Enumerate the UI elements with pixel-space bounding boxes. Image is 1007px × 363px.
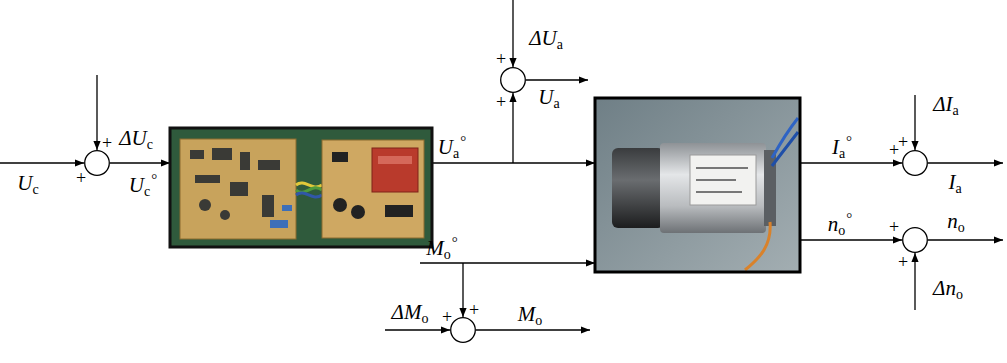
sign-label: + [898, 133, 908, 151]
signal-name: ΔUc [119, 126, 153, 154]
summing-junction: ++ [84, 150, 110, 176]
wire [0, 162, 84, 163]
sign-label: + [496, 93, 506, 111]
wire [928, 162, 1003, 163]
junction-circle [903, 228, 928, 253]
capacitors [332, 152, 413, 219]
junction-circle [84, 150, 110, 176]
signal-name: Uc° [129, 170, 157, 201]
summing-junction: ++ [450, 317, 476, 343]
components [190, 148, 280, 220]
signal-name: ΔIa [933, 92, 959, 120]
photo-ground [595, 98, 800, 272]
transformer-shine [378, 156, 412, 164]
gearbox [612, 148, 664, 228]
wire [420, 262, 595, 263]
circuit-board [322, 140, 424, 238]
signal-name: Ia [948, 170, 961, 198]
photo-frame [170, 128, 432, 247]
wire [914, 253, 915, 310]
sign-label: + [469, 301, 479, 319]
motor-leads [745, 118, 798, 270]
signal-name: Ua [538, 85, 559, 113]
wire [512, 0, 513, 67]
wire [476, 329, 590, 330]
signal-name: ΔMo [392, 300, 429, 328]
wire [96, 75, 97, 150]
motor-body [660, 143, 766, 233]
junction-circle [500, 67, 526, 93]
signal-name: no° [828, 209, 853, 240]
wire [800, 162, 902, 163]
photo-frame [595, 98, 800, 272]
signal-name: ΔUa [529, 26, 563, 54]
junction-circle [902, 150, 928, 176]
junction-circle [450, 317, 476, 343]
junction-circle [85, 151, 110, 176]
signal-name: Δno [933, 276, 963, 304]
summing-junction: ++ [500, 67, 526, 93]
label-marks [696, 168, 748, 192]
signal-name: Mo [518, 302, 543, 330]
sign-label: + [442, 308, 452, 326]
wire [800, 239, 902, 240]
wire [512, 93, 513, 163]
motor-label [690, 155, 756, 205]
signal-name: Ua° [438, 132, 466, 163]
signal-wires [0, 0, 1003, 330]
transformer [372, 148, 418, 192]
sign-label: + [898, 253, 908, 271]
circuit-board [180, 139, 296, 239]
wire [385, 329, 450, 330]
sign-label: + [496, 50, 506, 68]
wire [914, 95, 915, 150]
capacitor [270, 220, 288, 228]
wire [526, 79, 588, 80]
sign-label: + [889, 218, 899, 236]
wire [110, 162, 170, 163]
summing-junction: ++ [902, 227, 928, 253]
capacitor [282, 205, 292, 211]
summing-junction: ++ [902, 150, 928, 176]
junction-circle [903, 151, 928, 176]
wire [928, 239, 1003, 240]
wire [462, 263, 463, 317]
motor-photo [595, 98, 800, 272]
junction-circle [902, 227, 928, 253]
photo-ground [170, 128, 432, 247]
signal-name: no [947, 209, 965, 237]
junction-circle [451, 318, 476, 343]
junction-circle [501, 68, 526, 93]
sign-label: + [102, 134, 112, 152]
signal-name: Uc [17, 171, 38, 199]
signal-name: Mo° [426, 233, 458, 264]
amplifier-photo [170, 128, 432, 247]
twisted-wires [296, 183, 322, 197]
signal-name: Ia° [832, 132, 852, 163]
sign-label: + [889, 141, 899, 159]
sign-label: + [76, 169, 86, 187]
